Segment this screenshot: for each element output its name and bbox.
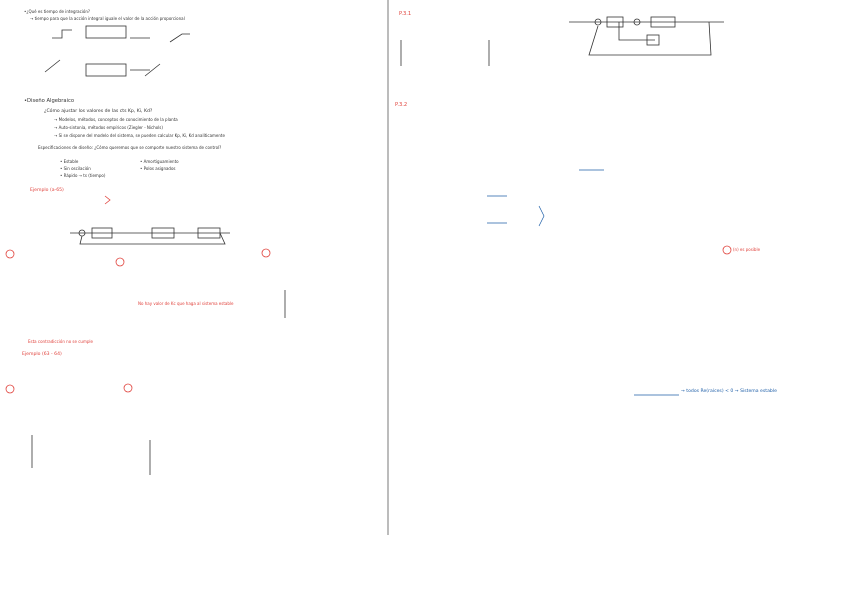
stability-conclusion: → todos Re(raíces) < 0 → Sistema estable	[681, 389, 777, 394]
algebra-b2: → Auto-sintonía, métodos empíricos (Zieg…	[54, 125, 163, 130]
algebra-q: ¿Cómo ajustar los valores de las cts Kp,…	[44, 109, 153, 114]
notes-page-left: •¿Qué es tiempo de integración? → tiempo…	[0, 0, 387, 599]
intro-sub: → tiempo para que la acción integral igu…	[30, 16, 185, 21]
section-3-1: P.3.1	[399, 11, 412, 17]
handwritten-sketches-left	[5, 25, 286, 475]
spec-item: • Estable	[60, 159, 79, 164]
example-b-label: Ejemplo (63 - 64)	[22, 352, 62, 357]
page-divider	[386, 0, 389, 535]
handwritten-sketches-right	[400, 16, 732, 396]
spec-item: • Sin oscilación	[60, 166, 91, 171]
section-3-2: P.3.2	[395, 102, 408, 108]
red-note: Esta contradicción no se cumple	[28, 339, 93, 344]
algebra-b3: → Si se dispone del modelo del sistema, …	[54, 133, 225, 138]
example-a-label: Ejemplo (a-65)	[30, 188, 64, 193]
possible-note: (n) es posible	[733, 247, 761, 252]
spec-item: • Polos asignados	[140, 166, 176, 171]
algebra-title: •Diseño Algebraico	[24, 98, 75, 104]
specs-question: Especificaciones de diseño: ¿Cómo querem…	[38, 145, 222, 150]
spec-item: • Amortiguamiento	[140, 159, 179, 164]
algebra-b1: → Modelos, métodos, conceptos de conocim…	[54, 117, 178, 122]
spec-item: • Rápido → ts (tiempo)	[60, 173, 106, 178]
notes-page-right: P.3.1 P.3.2 → todos Re(raíces) < 0 → Sis…	[389, 0, 848, 599]
intro-title: •¿Qué es tiempo de integración?	[24, 9, 91, 14]
no-value-note: No hay valor de Kc que haga al sistema e…	[138, 301, 234, 306]
